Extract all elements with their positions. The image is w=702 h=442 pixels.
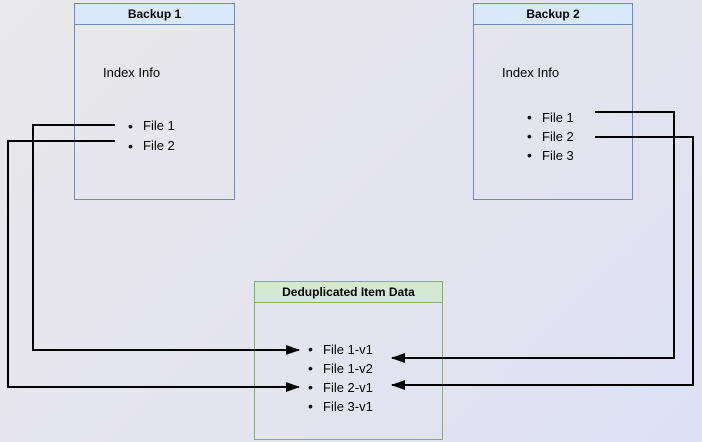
dedup-item-file1-v2: File 1-v2 bbox=[308, 359, 373, 378]
backup2-file-1: File 1 bbox=[527, 108, 574, 127]
dedup-item-file3-v1: File 3-v1 bbox=[308, 397, 373, 416]
backup1-file-2: File 2 bbox=[128, 136, 175, 156]
backup1-box: Backup 1 Index Info File 1 File 2 bbox=[74, 3, 235, 200]
dedup-store-title: Deduplicated Item Data bbox=[282, 285, 415, 299]
backup2-file-3: File 3 bbox=[527, 146, 574, 165]
dedup-store-box: Deduplicated Item Data File 1-v1 File 1-… bbox=[254, 281, 443, 440]
backup2-box: Backup 2 Index Info File 1 File 2 File 3 bbox=[473, 3, 633, 200]
dedup-item-list: File 1-v1 File 1-v2 File 2-v1 File 3-v1 bbox=[308, 340, 373, 416]
dedup-item-file2-v1: File 2-v1 bbox=[308, 378, 373, 397]
backup1-title-bar: Backup 1 bbox=[75, 4, 234, 25]
dedup-store-title-bar: Deduplicated Item Data bbox=[255, 282, 442, 303]
backup2-index-info-label: Index Info bbox=[502, 65, 560, 80]
dedup-item-file1-v1: File 1-v1 bbox=[308, 340, 373, 359]
backup2-file-list: File 1 File 2 File 3 bbox=[527, 108, 574, 165]
backup1-file-list: File 1 File 2 bbox=[128, 116, 175, 156]
backup1-index-info-label: Index Info bbox=[103, 65, 161, 80]
backup2-title-bar: Backup 2 bbox=[474, 4, 632, 25]
backup2-title: Backup 2 bbox=[526, 7, 580, 21]
backup1-file-1: File 1 bbox=[128, 116, 175, 136]
backup1-title: Backup 1 bbox=[127, 7, 182, 21]
backup2-file-2: File 2 bbox=[527, 127, 574, 146]
